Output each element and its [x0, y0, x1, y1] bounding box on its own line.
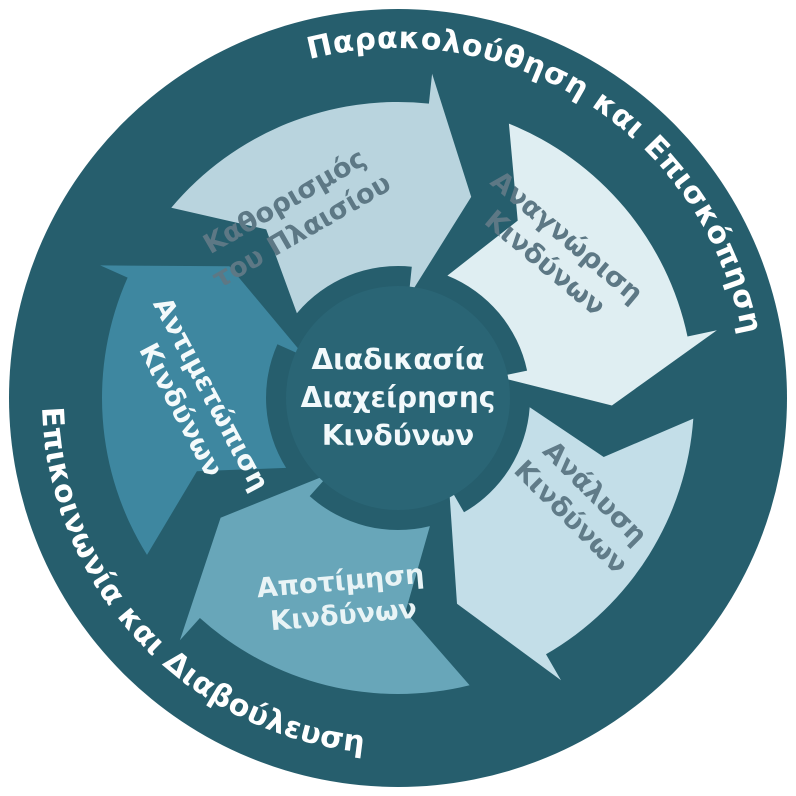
center-text-line3: Κινδύνων	[322, 419, 474, 452]
center-text-line2: Διαχείρησης	[301, 381, 496, 414]
cycle-arrow-4	[179, 473, 470, 695]
cycle-arrows	[100, 73, 717, 695]
center-text-line1: Διαδικασία	[311, 343, 484, 376]
cycle-arrow-2	[447, 123, 717, 406]
cycle-arrow-1	[171, 73, 472, 314]
cycle-arrow-3	[449, 407, 694, 681]
cycle-arrow-5	[100, 265, 305, 555]
center-disk	[286, 286, 510, 510]
